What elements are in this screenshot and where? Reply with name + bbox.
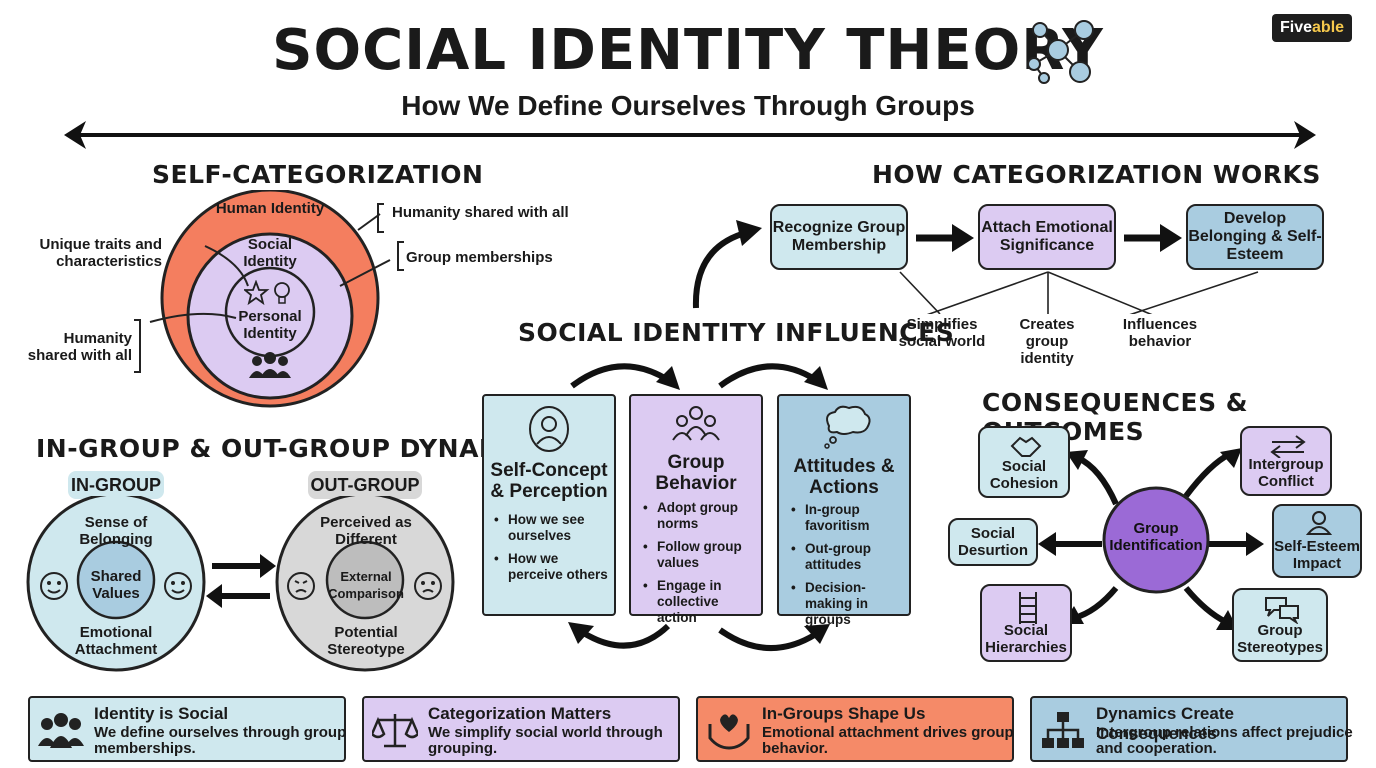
callout-group-memberships: Group memberships	[406, 249, 553, 266]
step-recognize: Recognize Group Membership	[770, 204, 908, 270]
network-icon	[1027, 20, 1094, 84]
consequence-social-hierarchies: Social Hierarchies	[980, 584, 1072, 662]
outcome-creates: Creates group identity	[1019, 316, 1075, 367]
scales-icon	[372, 714, 418, 748]
panel-title: Attitudes & Actions	[793, 456, 895, 498]
step-attach: Attach Emotional Significance	[978, 204, 1116, 270]
influences-heading: SOCIAL IDENTITY INFLUENCES	[518, 318, 955, 347]
group-circles	[26, 496, 455, 672]
consequence-social-desurtion: Social Desurtion	[948, 518, 1038, 566]
thought-bubble-icon	[824, 405, 871, 449]
footer-card-body: Intergroup relations affect prejudice an…	[1096, 724, 1353, 757]
influence-bottom-arrows	[568, 622, 830, 652]
panel-bullet: Decision-making in groups	[791, 580, 911, 628]
step-develop: Develop Belonging & Self-Esteem	[1186, 204, 1324, 270]
heart-hands-icon	[708, 714, 750, 750]
speech-bubbles-icon	[1265, 597, 1299, 624]
footer-card-identity: Identity is Social We define ourselves t…	[28, 696, 346, 762]
in-group-attachment: Emotional Attachment	[74, 624, 158, 658]
panel-bullet: How we see ourselves	[494, 512, 612, 544]
footer-card-in-groups: In-Groups Shape Us Emotional attachment …	[696, 696, 1014, 762]
panel-bullet: In-group favoritism	[791, 502, 911, 534]
dynamics-heading: IN-GROUP & OUT-GROUP DYNAMICS	[36, 434, 552, 463]
panel-title: Group Behavior	[655, 452, 737, 494]
brand-logo[interactable]: Fiveable	[1272, 14, 1353, 42]
outcome-simplifies: Simplifies social world	[898, 316, 986, 350]
people-icon	[38, 713, 84, 748]
footer-card-body: Emotional attachment drives group behavi…	[762, 724, 1014, 757]
footer-card-body: We define ourselves through group member…	[94, 724, 347, 757]
panel-bullet: How we perceive others	[494, 551, 612, 583]
in-group-shared-values: Shared Values	[90, 568, 142, 602]
star-bulb-icon	[244, 280, 290, 306]
handshake-icon	[1010, 436, 1042, 457]
arrows-swap-icon	[1270, 435, 1306, 458]
out-group-stereotype: Potential Stereotype	[327, 624, 405, 658]
consequence-self-esteem: Self-Esteem Impact	[1272, 504, 1362, 578]
group-identification-circle	[1102, 486, 1210, 594]
people-icon	[249, 352, 291, 378]
social-identity-label: Social Identity	[243, 236, 297, 270]
page-title: SOCIAL IDENTITY THEORY	[272, 18, 1104, 83]
outcome-influences: Influences behavior	[1122, 316, 1198, 350]
panel-bullet: Engage in collective action	[643, 578, 761, 626]
panel-title: Self-Concept & Perception	[490, 460, 608, 502]
panel-self-concept: Self-Concept & Perception How we see our…	[482, 394, 616, 616]
callout-unique-traits: Unique traits and characteristics	[39, 236, 162, 270]
panel-bullet: Adopt group norms	[643, 500, 761, 532]
consequence-group-stereotypes: Group Stereotypes	[1232, 588, 1328, 662]
footer-card-body: We simplify social world through groupin…	[428, 724, 663, 757]
how-works-heading: HOW CATEGORIZATION WORKS	[872, 160, 1321, 189]
in-group-label: IN-GROUP	[68, 471, 164, 499]
footer-card-title: Dynamics Create Consequences	[1096, 704, 1234, 743]
out-group-label: OUT-GROUP	[308, 471, 422, 499]
group-people-icon	[672, 406, 720, 441]
panel-bullet: Follow group values	[643, 539, 761, 571]
consequence-intergroup-conflict: Intergroup Conflict	[1240, 426, 1332, 496]
out-group-comparison: External Comparison	[328, 569, 404, 601]
person-icon	[1306, 511, 1332, 535]
panel-attitudes-actions: Attitudes & Actions In-group favoritism …	[777, 394, 911, 627]
human-identity-label: Human Identity	[215, 200, 325, 217]
panel-bullet: Out-group attitudes	[791, 541, 911, 573]
personal-identity-label: Personal Identity	[238, 308, 302, 342]
callout-humanity-shared-top: Humanity shared with all	[392, 204, 569, 221]
footer-card-title: In-Groups Shape Us	[762, 704, 926, 723]
header-divider	[64, 121, 1316, 149]
panel-group-behavior: Group Behavior Adopt group norms Follow …	[629, 394, 763, 625]
callout-humanity-shared-bottom: Humanity shared with all	[27, 330, 132, 364]
footer-card-categorization: Categorization Matters We simplify socia…	[362, 696, 680, 762]
identity-circles	[134, 190, 404, 408]
how-works-arrows	[692, 220, 1259, 314]
consequence-social-cohesion: Social Cohesion	[978, 426, 1070, 498]
footer-card-dynamics: Dynamics Create Consequences Intergroup …	[1030, 696, 1353, 762]
page-subtitle: How We Define Ourselves Through Groups	[401, 90, 975, 121]
person-portrait-icon	[529, 406, 569, 452]
in-group-belonging: Sense of Belonging	[79, 514, 153, 548]
ladder-icon	[1019, 592, 1037, 624]
consequences-arrows	[1038, 448, 1264, 630]
self-categorization-heading: SELF-CATEGORIZATION	[152, 160, 484, 189]
out-group-different: Perceived as Different	[320, 514, 412, 548]
org-chart-icon	[1042, 712, 1084, 748]
group-identification-label: Group Identification	[1109, 520, 1203, 554]
footer-card-title: Identity is Social	[94, 704, 229, 723]
influence-top-arrows	[570, 363, 828, 390]
footer-card-title: Categorization Matters	[428, 704, 612, 723]
